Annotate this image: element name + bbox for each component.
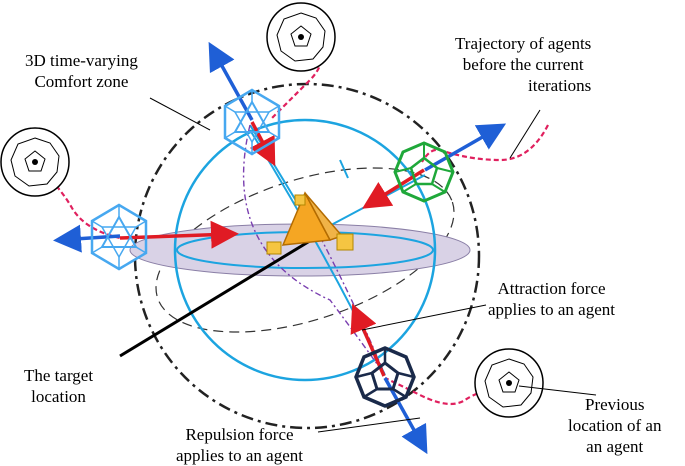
label-attraction: Attraction force applies to an agent (488, 278, 615, 320)
label-repulsion: Repulsion force applies to an agent (176, 424, 303, 466)
label-trajectory-line1: Trajectory of agents (455, 34, 592, 53)
agent-dodecahedron-green (393, 141, 455, 203)
label-target-line1: The target (24, 366, 94, 385)
label-previous: Previous location of an an agent (568, 394, 661, 457)
attraction-arrow-top (249, 121, 276, 167)
label-attraction-line2: applies to an agent (488, 300, 615, 319)
agent-icosahedron-left (90, 203, 148, 271)
purple-path-1 (242, 124, 386, 376)
previous-location-agent-right (474, 348, 544, 418)
leader-previous (518, 385, 597, 396)
label-trajectory-line3: iterations (528, 76, 592, 95)
repulsion-arrow-left (53, 224, 121, 253)
label-repulsion-line1: Repulsion force (185, 425, 294, 444)
previous-location-agent-top (266, 2, 336, 72)
label-trajectory-line2: before the current (462, 55, 584, 74)
attraction-arrow-bottom (350, 303, 386, 377)
agent-icosahedron-top (223, 88, 281, 156)
label-previous-line2: location of an (568, 416, 662, 435)
label-comfort-zone: 3D time-varying Comfort zone (25, 50, 138, 92)
target-object (266, 191, 354, 255)
label-target: The target location (24, 365, 93, 407)
label-attraction-line1: Attraction force (497, 279, 606, 298)
previous-location-agent-left (0, 127, 70, 197)
label-trajectory: Trajectory of agents before the current … (455, 33, 591, 96)
leader-comfort-zone (149, 97, 211, 131)
agent-dodecahedron-navy (354, 346, 416, 408)
repulsion-arrow-top (208, 41, 254, 121)
comfort-sphere (173, 118, 437, 382)
target-pointer-line (119, 234, 319, 358)
label-target-line2: location (31, 387, 86, 406)
leader-repulsion (317, 417, 421, 433)
attraction-arrow-left (119, 220, 239, 249)
label-comfort-zone-line2: Comfort zone (34, 72, 129, 91)
leader-trajectory (509, 109, 541, 159)
inner-dashed-orbit (155, 167, 455, 333)
repulsion-arrow-right (424, 123, 507, 172)
label-repulsion-line2: applies to an agent (176, 446, 303, 465)
leader-attraction (361, 304, 487, 331)
radial-line-tick (339, 159, 349, 179)
label-comfort-zone-line1: 3D time-varying (25, 51, 138, 70)
label-previous-line1: Previous (584, 395, 645, 414)
label-previous-line3: an agent (586, 437, 644, 456)
trajectory-right (421, 124, 549, 163)
